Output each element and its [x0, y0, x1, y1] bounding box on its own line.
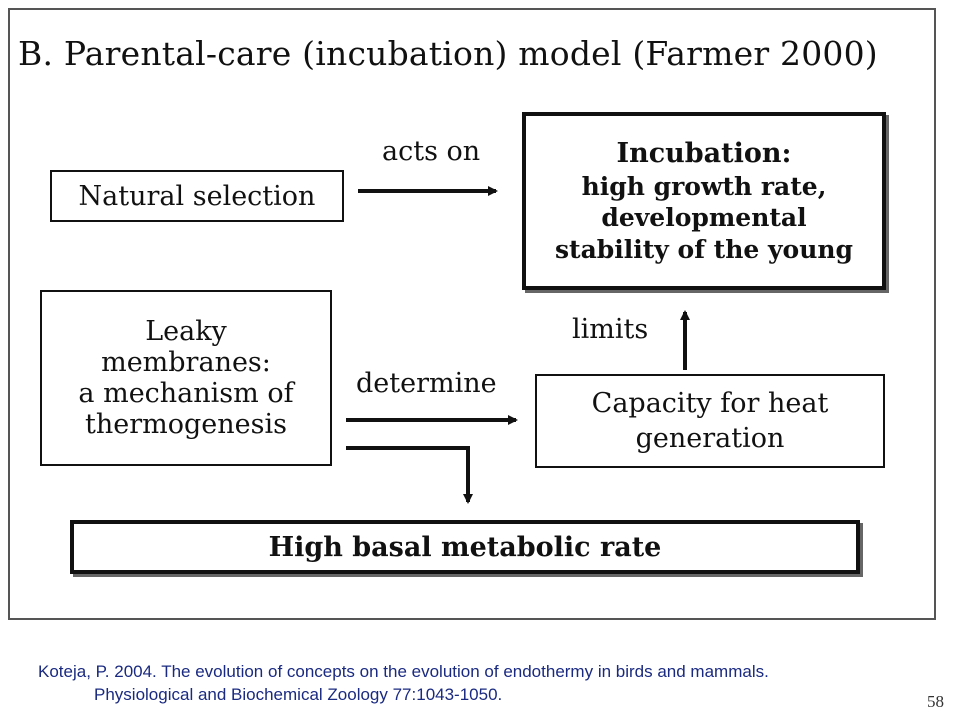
node-leaky-membranes-line: a mechanism of: [78, 378, 294, 409]
slide-number: 58: [927, 692, 944, 711]
node-natural-selection: Natural selection: [50, 170, 344, 222]
node-high-bmr-label: High basal metabolic rate: [268, 531, 662, 563]
node-leaky-membranes-line: thermogenesis: [85, 409, 287, 441]
citation-line-2: Physiological and Biochemical Zoology 77…: [94, 685, 503, 704]
node-high-bmr: High basal metabolic rate: [70, 520, 860, 574]
node-heat-capacity-line: Capacity for heat: [591, 387, 829, 419]
citation-line-1: Koteja, P. 2004. The evolution of concep…: [38, 662, 769, 681]
figure-title: B. Parental-care (incubation) model (Far…: [18, 34, 878, 73]
node-incubation-line: high growth rate,: [581, 171, 827, 201]
node-heat-capacity-line: generation: [635, 423, 785, 454]
node-incubation-line: developmental: [601, 203, 807, 233]
edge-label-determine: determine: [356, 368, 497, 399]
node-incubation: Incubation: high growth rate, developmen…: [522, 112, 886, 290]
edge-label-acts-on: acts on: [382, 136, 481, 167]
node-heat-capacity: Capacity for heat generation: [535, 374, 885, 468]
citation: Koteja, P. 2004. The evolution of concep…: [38, 660, 769, 706]
node-natural-selection-label: Natural selection: [78, 180, 316, 212]
node-leaky-membranes-line: membranes:: [101, 346, 271, 378]
node-leaky-membranes-line: Leaky: [145, 315, 227, 347]
node-leaky-membranes: Leaky membranes: a mechanism of thermoge…: [40, 290, 332, 466]
node-incubation-line: stability of the young: [554, 234, 854, 264]
node-incubation-line: Incubation:: [616, 137, 792, 169]
edge-label-limits: limits: [572, 314, 649, 345]
